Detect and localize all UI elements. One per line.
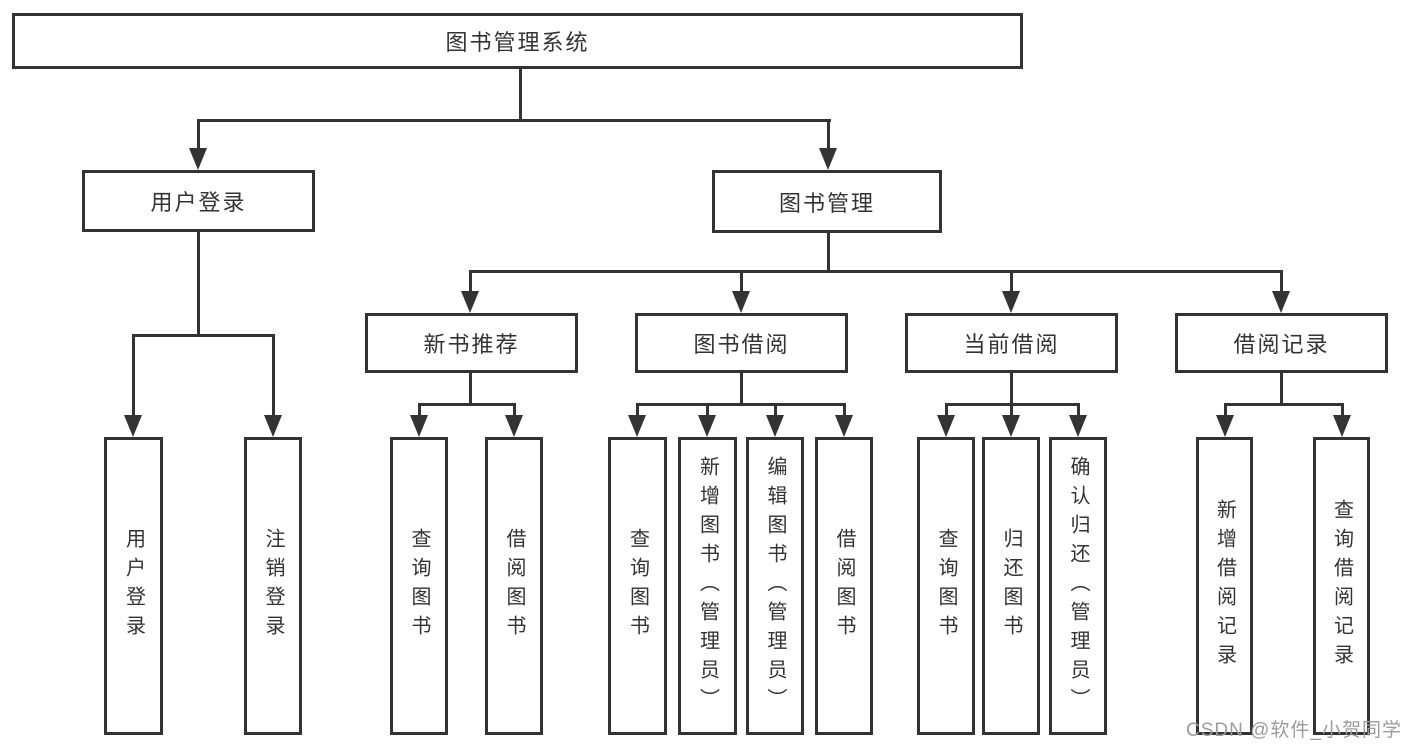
- connector-line: [513, 403, 516, 419]
- connector-line: [1280, 372, 1283, 405]
- node-new-book-recommend: 新书推荐: [365, 313, 578, 373]
- connector-line: [469, 270, 472, 295]
- connector-line: [945, 403, 948, 419]
- node-leaf-query-borrow-record: 查询借阅记录: [1313, 437, 1370, 735]
- arrowhead-down-icon: [461, 291, 479, 313]
- node-root-label: 图书管理系统: [445, 30, 590, 55]
- connector-line: [740, 270, 743, 295]
- node-new-book-recommend-label: 新书推荐: [423, 332, 520, 357]
- node-leaf-edit-books-admin-label: 编辑图书（管理员）: [764, 455, 786, 717]
- connector-line: [418, 403, 421, 419]
- connector-line: [774, 403, 777, 419]
- node-leaf-query-books-2-label: 查询图书: [626, 528, 649, 644]
- node-leaf-return-books-label: 归还图书: [1000, 528, 1022, 644]
- connector-line: [740, 372, 743, 405]
- connector-line: [706, 403, 709, 419]
- node-leaf-add-books-admin-label: 新增图书（管理员）: [696, 455, 719, 717]
- node-leaf-borrow-books-1: 借阅图书: [485, 437, 543, 735]
- node-leaf-borrow-books-2-label: 借阅图书: [833, 528, 855, 644]
- connector-line: [272, 334, 275, 417]
- node-book-borrow: 图书借阅: [635, 313, 848, 373]
- node-user-login: 用户登录: [82, 170, 315, 232]
- node-root: 图书管理系统: [12, 13, 1023, 69]
- connector-line: [827, 233, 830, 273]
- node-leaf-edit-books-admin: 编辑图书（管理员）: [746, 437, 804, 735]
- connector-line: [132, 334, 274, 337]
- node-leaf-return-books: 归还图书: [982, 437, 1040, 735]
- connector-line: [197, 119, 831, 122]
- connector-line: [1010, 372, 1013, 405]
- connector-line: [1280, 270, 1283, 295]
- connector-line: [197, 232, 200, 336]
- arrowhead-down-icon: [819, 148, 837, 170]
- connector-line: [1224, 403, 1344, 406]
- connector-line: [1010, 403, 1013, 419]
- node-leaf-logout-label: 注销登录: [262, 528, 284, 644]
- node-book-management: 图书管理: [712, 170, 942, 233]
- connector-line: [132, 334, 135, 417]
- node-book-management-label: 图书管理: [778, 190, 875, 216]
- arrowhead-down-icon: [628, 415, 646, 437]
- node-leaf-confirm-return-admin: 确认归还（管理员）: [1049, 437, 1107, 735]
- arrowhead-down-icon: [835, 415, 853, 437]
- node-leaf-query-books-2: 查询图书: [608, 437, 667, 735]
- node-leaf-add-borrow-record-label: 新增借阅记录: [1213, 499, 1236, 673]
- connector-line: [197, 119, 200, 152]
- connector-line: [1077, 403, 1080, 419]
- node-leaf-query-books-1-label: 查询图书: [408, 528, 430, 644]
- node-leaf-query-books-3-label: 查询图书: [935, 528, 957, 644]
- arrowhead-down-icon: [1272, 291, 1290, 313]
- node-leaf-add-books-admin: 新增图书（管理员）: [678, 437, 737, 735]
- connector-line: [469, 270, 1283, 273]
- connector-line: [636, 403, 846, 406]
- node-borrow-records: 借阅记录: [1175, 313, 1388, 373]
- arrowhead-down-icon: [410, 415, 428, 437]
- connector-line: [1010, 270, 1013, 295]
- arrowhead-down-icon: [698, 415, 716, 437]
- node-leaf-user-login-label: 用户登录: [122, 528, 145, 644]
- arrowhead-down-icon: [189, 148, 207, 170]
- connector-line: [469, 372, 472, 405]
- node-book-borrow-label: 图书借阅: [693, 332, 790, 357]
- node-current-borrow: 当前借阅: [905, 313, 1118, 373]
- connector-line: [843, 403, 846, 419]
- node-user-login-label: 用户登录: [150, 190, 247, 215]
- arrowhead-down-icon: [766, 415, 784, 437]
- node-leaf-user-login: 用户登录: [104, 437, 163, 735]
- node-current-borrow-label: 当前借阅: [963, 332, 1060, 357]
- watermark: CSDN @软件_小贺同学: [1186, 720, 1402, 741]
- connector-line: [827, 119, 830, 152]
- arrowhead-down-icon: [1002, 291, 1020, 313]
- arrowhead-down-icon: [1216, 415, 1234, 437]
- node-leaf-borrow-books-1-label: 借阅图书: [503, 528, 525, 644]
- arrowhead-down-icon: [1333, 415, 1351, 437]
- node-leaf-confirm-return-admin-label: 确认归还（管理员）: [1067, 455, 1089, 717]
- connector-line: [1341, 403, 1344, 419]
- arrowhead-down-icon: [264, 415, 282, 437]
- arrowhead-down-icon: [732, 291, 750, 313]
- node-leaf-query-books-3: 查询图书: [917, 437, 975, 735]
- connector-line: [418, 403, 516, 406]
- node-leaf-borrow-books-2: 借阅图书: [815, 437, 873, 735]
- connector-line: [519, 69, 522, 121]
- node-leaf-add-borrow-record: 新增借阅记录: [1196, 437, 1253, 735]
- node-borrow-records-label: 借阅记录: [1233, 332, 1330, 357]
- node-leaf-query-books-1: 查询图书: [390, 437, 448, 735]
- connector-line: [636, 403, 639, 419]
- arrowhead-down-icon: [505, 415, 523, 437]
- arrowhead-down-icon: [937, 415, 955, 437]
- node-leaf-query-borrow-record-label: 查询借阅记录: [1330, 499, 1353, 673]
- connector-line: [1224, 403, 1227, 419]
- node-leaf-logout: 注销登录: [244, 437, 302, 735]
- arrowhead-down-icon: [124, 415, 142, 437]
- arrowhead-down-icon: [1069, 415, 1087, 437]
- arrowhead-down-icon: [1002, 415, 1020, 437]
